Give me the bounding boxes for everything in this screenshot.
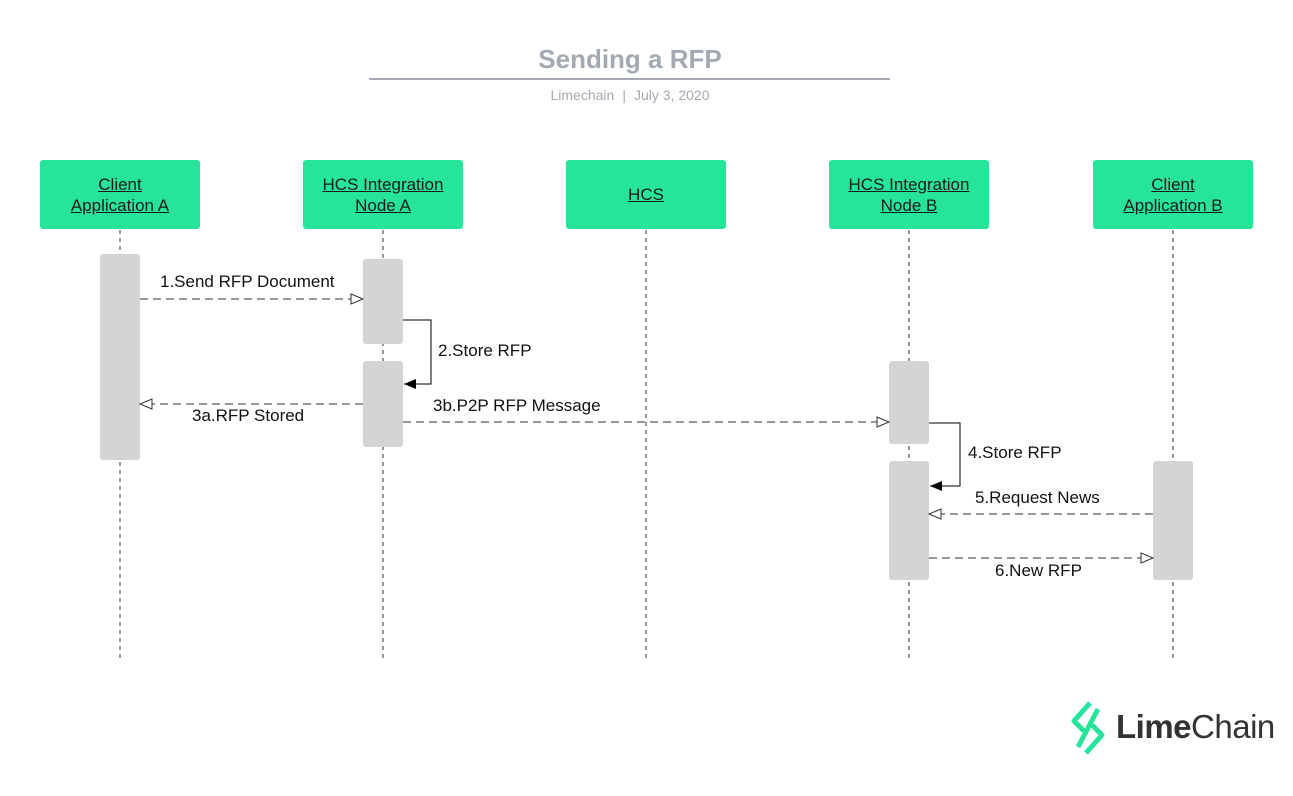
message-label-store-rfp-a: 2.Store RFP [438,341,532,360]
arrow-store-rfp-a [403,319,432,389]
activation-client-b [1153,461,1193,580]
diagram-title: Sending a RFP [538,44,722,74]
title-underline [369,78,890,80]
activation-node-b-1 [889,361,929,444]
activation-node-b-2 [889,461,929,580]
actor-client-application-a: Client Application A [40,160,200,229]
message-label-request-news: 5.Request News [975,488,1100,507]
actor-label: HCS Integration Node A [322,174,444,215]
actor-label: HCS [628,185,664,204]
limechain-logo-text: LimeChain [1116,708,1275,746]
message-label-new-rfp: 6.New RFP [995,561,1082,580]
actor-client-application-b: Client Application B [1093,160,1253,229]
author-label: Limechain [550,87,615,103]
activation-client-a [100,254,140,460]
activation-node-a-2 [363,361,403,447]
message-label-p2p-rfp-message: 3b.P2P RFP Message [433,396,601,415]
date-label: July 3, 2020 [633,87,710,103]
actor-hcs-integration-node-b: HCS Integration Node B [829,160,989,229]
message-label-store-rfp-b: 4.Store RFP [968,443,1062,462]
actor-label: HCS Integration Node B [848,174,970,215]
logo-text-lime: Lime [1116,708,1192,745]
actor-label: Client Application A [70,174,170,215]
logo-text-chain: Chain [1191,708,1275,745]
separator: | [622,87,626,103]
message-label-send-rfp-document: 1.Send RFP Document [160,272,335,291]
arrow-store-rfp-b [929,422,961,491]
actor-label: Client Application B [1123,174,1223,215]
diagram-subtitle: Limechain | July 3, 2020 [370,87,890,103]
message-label-rfp-stored: 3a.RFP Stored [192,406,305,425]
actor-hcs: HCS [566,160,726,229]
activation-node-a-1 [363,259,403,344]
actor-hcs-integration-node-a: HCS Integration Node A [303,160,463,229]
limechain-logo-icon [1071,701,1105,755]
